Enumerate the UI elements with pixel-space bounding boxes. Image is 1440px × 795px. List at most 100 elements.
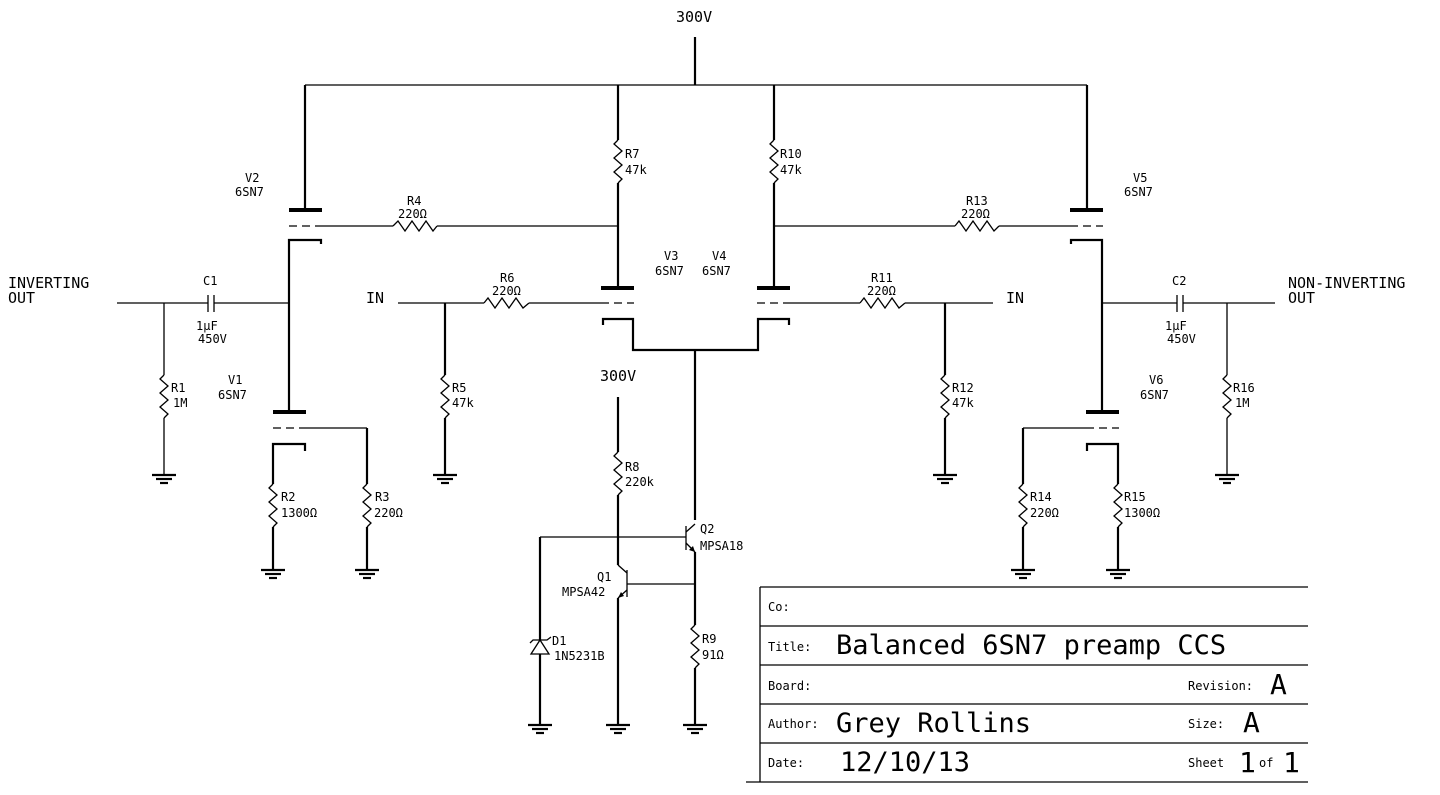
in-left-label: IN <box>366 289 384 307</box>
r2-value: 1300Ω <box>281 506 317 520</box>
ground-icon <box>681 723 709 735</box>
r2-ref: R2 <box>281 490 295 504</box>
r4-ref: R4 <box>407 194 421 208</box>
non-inverting-out-label-1: NON-INVERTING <box>1288 274 1405 292</box>
port-non-inverting-out: NON-INVERTING OUT <box>1288 274 1405 307</box>
v6-ref: V6 <box>1149 373 1163 387</box>
resistor-r1[interactable]: R1 1M <box>150 303 187 485</box>
r14-value: 220Ω <box>1030 506 1059 520</box>
author-label: Author: <box>768 717 819 731</box>
r12-value: 47k <box>952 396 974 410</box>
r7-ref: R7 <box>625 147 639 161</box>
tube-v2[interactable]: V2 6SN7 <box>235 85 323 250</box>
resistor-r10[interactable]: R10 47k <box>769 85 802 287</box>
title-value: Balanced 6SN7 preamp CCS <box>836 630 1226 661</box>
ground-icon <box>931 473 959 485</box>
r15-value: 1300Ω <box>1124 506 1160 520</box>
q2-ref: Q2 <box>700 522 714 536</box>
c1-voltage: 450V <box>198 332 227 346</box>
resistor-r8[interactable]: R8 220k <box>613 451 655 565</box>
resistor-r6[interactable]: R6 220Ω <box>483 271 601 310</box>
transistor-q2[interactable]: Q2 MPSA18 <box>540 522 743 625</box>
zener-diode-d1[interactable]: D1 1N5231B <box>526 537 605 735</box>
tb-row-board: Board: Revision: A <box>768 668 1287 701</box>
tube-v3[interactable]: V3 6SN7 <box>601 249 695 352</box>
q1-ref: Q1 <box>597 570 611 584</box>
ground-icon <box>431 473 459 485</box>
ccs-supply-300v: 300V <box>600 367 636 452</box>
resistor-r16[interactable]: R16 1M <box>1213 303 1255 485</box>
ground-icon <box>526 723 554 735</box>
r3-value: 220Ω <box>374 506 403 520</box>
v5-type: 6SN7 <box>1124 185 1153 199</box>
capacitor-c1[interactable]: C1 1µF 450V <box>196 274 289 346</box>
board-label: Board: <box>768 679 811 693</box>
resistor-r11[interactable]: R11 220Ω <box>790 271 993 310</box>
v3-type: 6SN7 <box>655 264 684 278</box>
co-label: Co: <box>768 600 790 614</box>
r16-ref: R16 <box>1233 381 1255 395</box>
r1-value: 1M <box>173 396 187 410</box>
transistor-q1[interactable]: Q1 MPSA42 <box>562 564 695 735</box>
resistor-r15[interactable]: R15 1300Ω <box>1104 483 1160 580</box>
title-label: Title: <box>768 640 811 654</box>
tube-v6[interactable]: V6 6SN7 <box>1085 373 1169 484</box>
v2-ref: V2 <box>245 171 259 185</box>
date-label: Date: <box>768 756 804 770</box>
r10-value: 47k <box>780 163 802 177</box>
inverting-out-label-1: INVERTING <box>8 274 89 292</box>
r5-value: 47k <box>452 396 474 410</box>
c1-ref: C1 <box>203 274 217 288</box>
sheet-label: Sheet <box>1188 756 1224 770</box>
supply-rail-300v: 300V <box>305 8 1087 86</box>
v6-type: 6SN7 <box>1140 388 1169 402</box>
r11-ref: R11 <box>871 271 893 285</box>
sheet-of-label: of <box>1259 756 1273 770</box>
non-inverting-out-label-2: OUT <box>1288 289 1315 307</box>
r5-ref: R5 <box>452 381 466 395</box>
capacitor-c2[interactable]: C2 1µF 450V <box>1102 274 1275 346</box>
port-in-right: IN <box>1006 289 1024 307</box>
r15-ref: R15 <box>1124 490 1146 504</box>
resistor-r3[interactable]: R3 220Ω <box>306 427 403 580</box>
tube-v1[interactable]: V1 6SN7 <box>218 373 307 460</box>
resistor-r13[interactable]: R13 220Ω <box>774 194 1070 233</box>
sheet-number: 1 <box>1239 746 1256 779</box>
r9-value: 91Ω <box>702 648 724 662</box>
v1-type: 6SN7 <box>218 388 247 402</box>
resistor-r4[interactable]: R4 220Ω <box>322 194 618 233</box>
r8-value: 220k <box>625 475 655 489</box>
c1-value: 1µF <box>196 319 218 333</box>
d1-part: 1N5231B <box>554 649 605 663</box>
resistor-r7[interactable]: R7 47k <box>613 85 647 287</box>
supply-label-ccs: 300V <box>600 367 636 385</box>
resistor-r9[interactable]: R9 91Ω <box>681 624 724 735</box>
c2-voltage: 450V <box>1167 332 1196 346</box>
inverting-out-label-2: OUT <box>8 289 35 307</box>
resistor-r2[interactable]: R2 1300Ω <box>259 460 317 580</box>
tube-v5[interactable]: V5 6SN7 <box>1069 85 1153 250</box>
v2-type: 6SN7 <box>235 185 264 199</box>
ground-icon <box>1009 568 1037 580</box>
r8-ref: R8 <box>625 460 639 474</box>
r6-value: 220Ω <box>492 284 521 298</box>
resistor-r5[interactable]: R5 47k <box>431 303 474 485</box>
size-label: Size: <box>1188 717 1224 731</box>
r7-value: 47k <box>625 163 647 177</box>
ground-icon <box>259 568 287 580</box>
size-value: A <box>1243 706 1260 739</box>
author-value: Grey Rollins <box>836 708 1031 739</box>
resistor-r14[interactable]: R14 220Ω <box>1009 427 1086 580</box>
r11-value: 220Ω <box>867 284 896 298</box>
ground-icon <box>604 723 632 735</box>
d1-ref: D1 <box>552 634 566 648</box>
supply-label-top: 300V <box>676 8 712 26</box>
tb-row-title: Title: Balanced 6SN7 preamp CCS <box>768 630 1226 661</box>
date-value: 12/10/13 <box>840 747 970 778</box>
r16-value: 1M <box>1235 396 1249 410</box>
tube-v4[interactable]: V4 6SN7 <box>695 249 791 352</box>
resistor-r12[interactable]: R12 47k <box>931 303 974 485</box>
r6-ref: R6 <box>500 271 514 285</box>
c2-ref: C2 <box>1172 274 1186 288</box>
